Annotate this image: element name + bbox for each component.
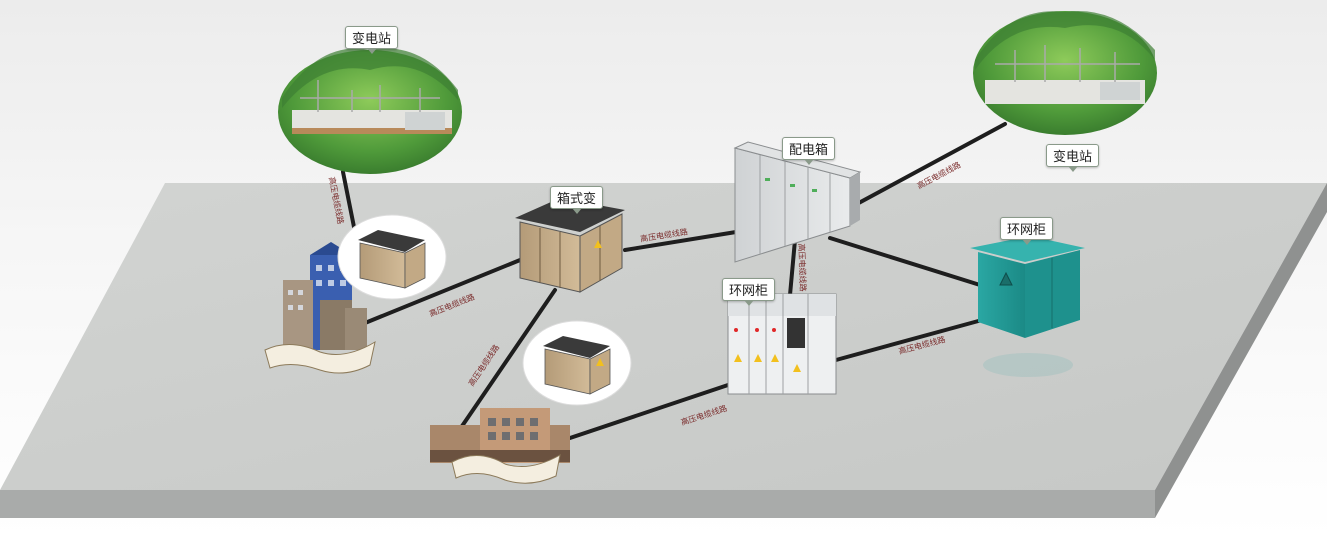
cable-label-6: 高压电缆线路: [796, 243, 808, 292]
cable-substation-to-building: [341, 170, 357, 234]
cable-box-to-mall: [456, 288, 557, 434]
label-ring-main-right: 环网柜: [1000, 217, 1054, 245]
label-distribution-box: 配电箱: [782, 137, 836, 165]
warning-icon: [594, 240, 602, 248]
mall-transformer-bubble: [522, 320, 632, 406]
substation-photo-right: [973, 11, 1157, 135]
box-transformer: [515, 198, 625, 293]
cables: [341, 122, 1007, 440]
cable-ring-to-teal: [834, 318, 984, 362]
cable-box-to-distribution: [623, 230, 738, 252]
label-substation-right: 变电站: [1046, 144, 1100, 172]
shopping-mall: [430, 408, 570, 484]
cable-distribution-to-substation: [853, 122, 1007, 207]
building-transformer-bubble: [337, 214, 447, 300]
label-substation-left: 变电站: [345, 26, 399, 54]
cable-building-to-box: [363, 256, 527, 325]
ring-main-unit-teal: [970, 236, 1085, 377]
distribution-cabinet: [733, 141, 862, 263]
ring-main-unit-center: [727, 293, 837, 395]
label-box-transformer: 箱式变: [550, 186, 604, 214]
warning-icon: [596, 358, 604, 366]
cable-distribution-to-teal: [828, 236, 982, 287]
cable-distribution-to-ring: [788, 238, 797, 297]
label-ring-main-center: 环网柜: [722, 278, 776, 306]
cable-mall-to-ring: [568, 383, 730, 440]
substation-photo-left: [278, 48, 462, 174]
